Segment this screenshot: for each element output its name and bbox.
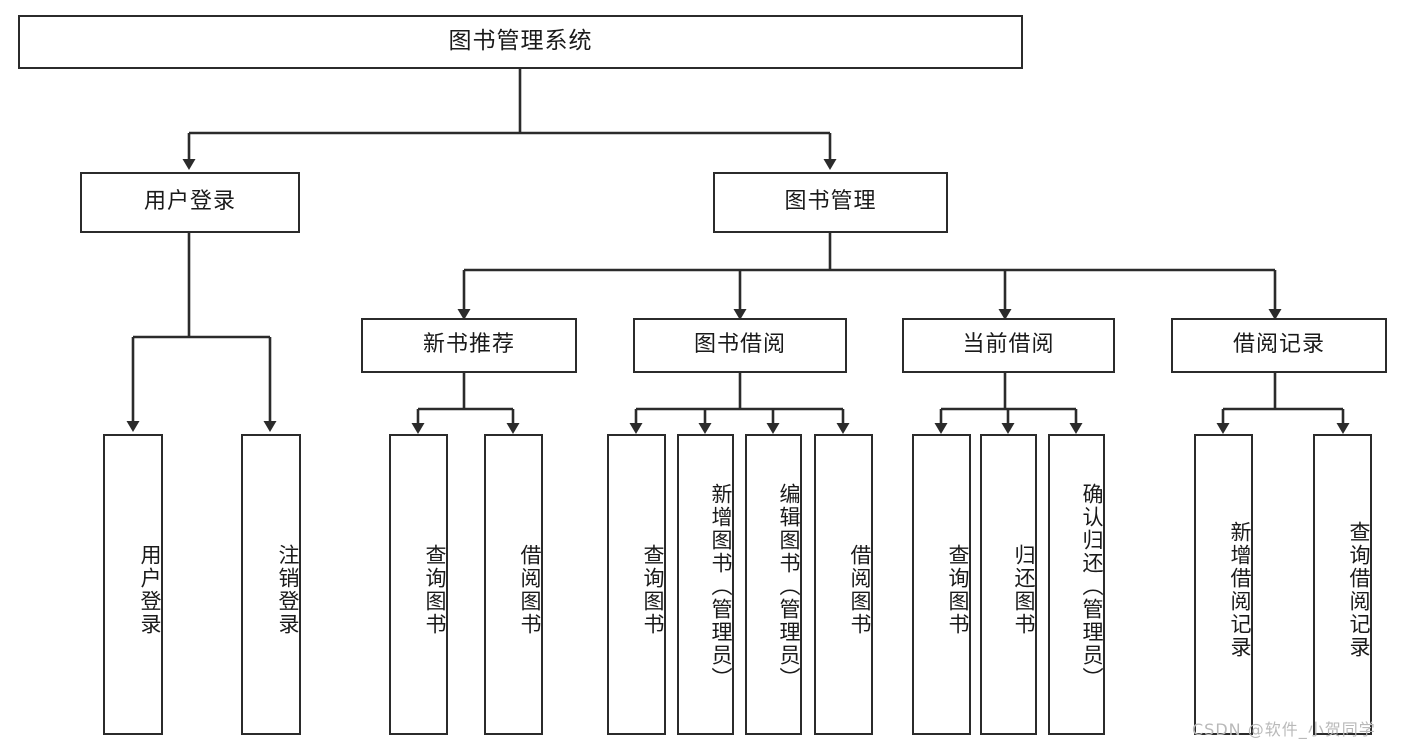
node-label: 图书管理系统 (448, 28, 593, 55)
node-new-book-recommend[interactable]: 新书推荐 (361, 318, 577, 373)
node-label: 图书借阅 (693, 332, 786, 358)
node-label: 当前借阅 (962, 332, 1055, 358)
leaf-current-return-book[interactable]: 归还图书 (980, 434, 1037, 735)
node-label: 归还图书 (1012, 543, 1036, 636)
node-root-system[interactable]: 图书管理系统 (18, 15, 1023, 69)
leaf-current-confirm-return-admin[interactable]: 确认归还（管理员） (1048, 434, 1105, 735)
leaf-user-login[interactable]: 用户登录 (103, 434, 163, 735)
node-label: 确认归还（管理员） (1080, 483, 1104, 690)
node-label: 编辑图书（管理员） (777, 483, 801, 690)
leaf-borrow-query-book[interactable]: 查询图书 (607, 434, 666, 735)
leaf-logout[interactable]: 注销登录 (241, 434, 301, 735)
node-label: 查询图书 (423, 543, 447, 636)
node-label: 借阅图书 (848, 543, 872, 636)
leaf-record-query-record[interactable]: 查询借阅记录 (1313, 434, 1372, 735)
node-borrow-record[interactable]: 借阅记录 (1171, 318, 1387, 373)
node-label: 图书管理 (784, 189, 877, 215)
leaf-newbook-borrow-book[interactable]: 借阅图书 (484, 434, 543, 735)
node-label: 查询借阅记录 (1347, 520, 1371, 659)
node-label: 借阅记录 (1232, 332, 1325, 358)
leaf-borrow-add-book-admin[interactable]: 新增图书（管理员） (677, 434, 734, 735)
node-book-management[interactable]: 图书管理 (713, 172, 948, 233)
node-label: 新增图书（管理员） (709, 483, 733, 690)
csdn-watermark: CSDN @软件_小贺同学 (1192, 720, 1376, 739)
leaf-current-query-book[interactable]: 查询图书 (912, 434, 971, 735)
leaf-borrow-borrow-book[interactable]: 借阅图书 (814, 434, 873, 735)
node-current-borrow[interactable]: 当前借阅 (902, 318, 1115, 373)
leaf-borrow-edit-book-admin[interactable]: 编辑图书（管理员） (745, 434, 802, 735)
node-label: 借阅图书 (518, 543, 542, 636)
node-user-login[interactable]: 用户登录 (80, 172, 300, 233)
node-label: 查询图书 (641, 543, 665, 636)
node-label: 新增借阅记录 (1228, 520, 1252, 659)
node-label: 用户登录 (143, 189, 236, 215)
node-label: 注销登录 (276, 543, 300, 636)
node-book-borrow[interactable]: 图书借阅 (633, 318, 847, 373)
leaf-record-add-record[interactable]: 新增借阅记录 (1194, 434, 1253, 735)
node-label: 用户登录 (138, 543, 162, 636)
node-label: 新书推荐 (422, 332, 515, 358)
leaf-newbook-query-book[interactable]: 查询图书 (389, 434, 448, 735)
node-label: 查询图书 (946, 543, 970, 636)
